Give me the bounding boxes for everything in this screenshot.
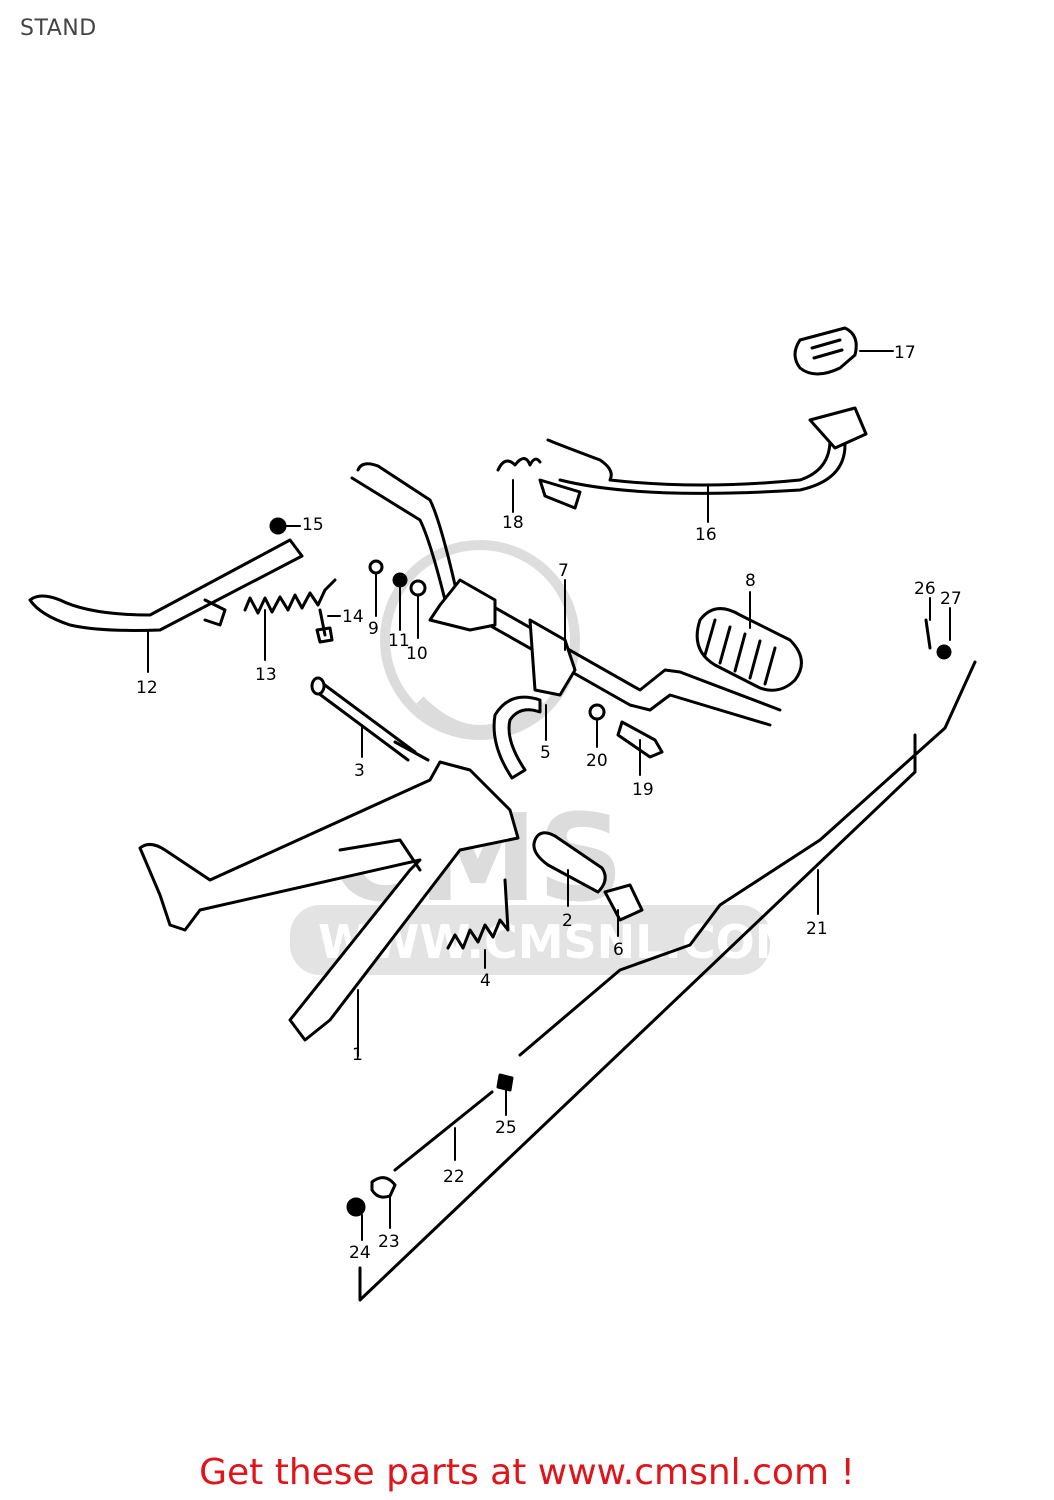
part-9-bolt (368, 559, 384, 575)
callout-25: 25 (495, 1118, 517, 1138)
callout-19: 19 (632, 780, 654, 800)
part-15-nut (269, 517, 287, 535)
part-2-pivot-collar (532, 831, 607, 894)
callout-16: 16 (695, 525, 717, 545)
part-23-joint (370, 1176, 397, 1199)
part-5-clip (492, 695, 542, 780)
part-14-bolt (315, 608, 334, 644)
footer-link[interactable]: Get these parts at www.cmsnl.com ! (199, 1452, 855, 1493)
callout-21: 21 (806, 919, 828, 939)
callout-24: 24 (349, 1243, 371, 1263)
callout-9: 9 (368, 619, 379, 639)
callout-5: 5 (540, 743, 551, 763)
callout-20: 20 (586, 751, 608, 771)
page-title: STAND (20, 16, 97, 41)
part-4-stand-spring (446, 878, 510, 950)
part-27-washer (936, 644, 952, 660)
callout-6: 6 (613, 940, 624, 960)
callout-2: 2 (562, 911, 573, 931)
part-11-washer (392, 572, 408, 588)
watermark-logo (380, 540, 580, 740)
callout-18: 18 (502, 513, 524, 533)
part-10-nut (409, 579, 427, 597)
callout-15: 15 (302, 515, 324, 535)
part-17-brake-pedal-rubber (793, 326, 858, 376)
part-7-footrest-bar (350, 462, 782, 727)
part-18-pedal-spring (496, 457, 542, 472)
watermark-banner (290, 905, 770, 975)
part-26-cotter-pin (924, 618, 932, 650)
callout-12: 12 (136, 678, 158, 698)
callout-7: 7 (558, 561, 569, 581)
callout-8: 8 (745, 571, 756, 591)
callout-23: 23 (378, 1232, 400, 1252)
part-8-footrest-rubber (695, 607, 803, 692)
callout-11: 11 (388, 631, 410, 651)
callout-14: 14 (342, 607, 364, 627)
callout-27: 27 (940, 589, 962, 609)
callout-17: 17 (894, 343, 916, 363)
part-3-stand-shaft (310, 676, 430, 762)
part-25-nut (496, 1073, 514, 1092)
part-16-brake-pedal (538, 406, 868, 510)
callout-3: 3 (354, 761, 365, 781)
part-20-collar (588, 703, 606, 721)
callout-4: 4 (480, 971, 491, 991)
callout-22: 22 (443, 1167, 465, 1187)
callout-13: 13 (255, 665, 277, 685)
callout-1: 1 (352, 1045, 363, 1065)
part-1-centre-stand (138, 760, 520, 1042)
part-6-bush (603, 883, 644, 922)
part-12-side-stand (28, 538, 304, 632)
callout-26: 26 (914, 579, 936, 599)
part-21-brake-rod (358, 660, 977, 1302)
part-13-side-stand-spring (243, 578, 337, 615)
part-22-brake-rod-spring (393, 1090, 494, 1172)
part-24-nut (346, 1197, 366, 1217)
callout-labels: 1 2 3 4 5 6 7 8 9 10 11 12 13 14 15 16 1… (136, 343, 962, 1263)
callout-10: 10 (406, 644, 428, 664)
leader-lines (147, 350, 951, 1241)
